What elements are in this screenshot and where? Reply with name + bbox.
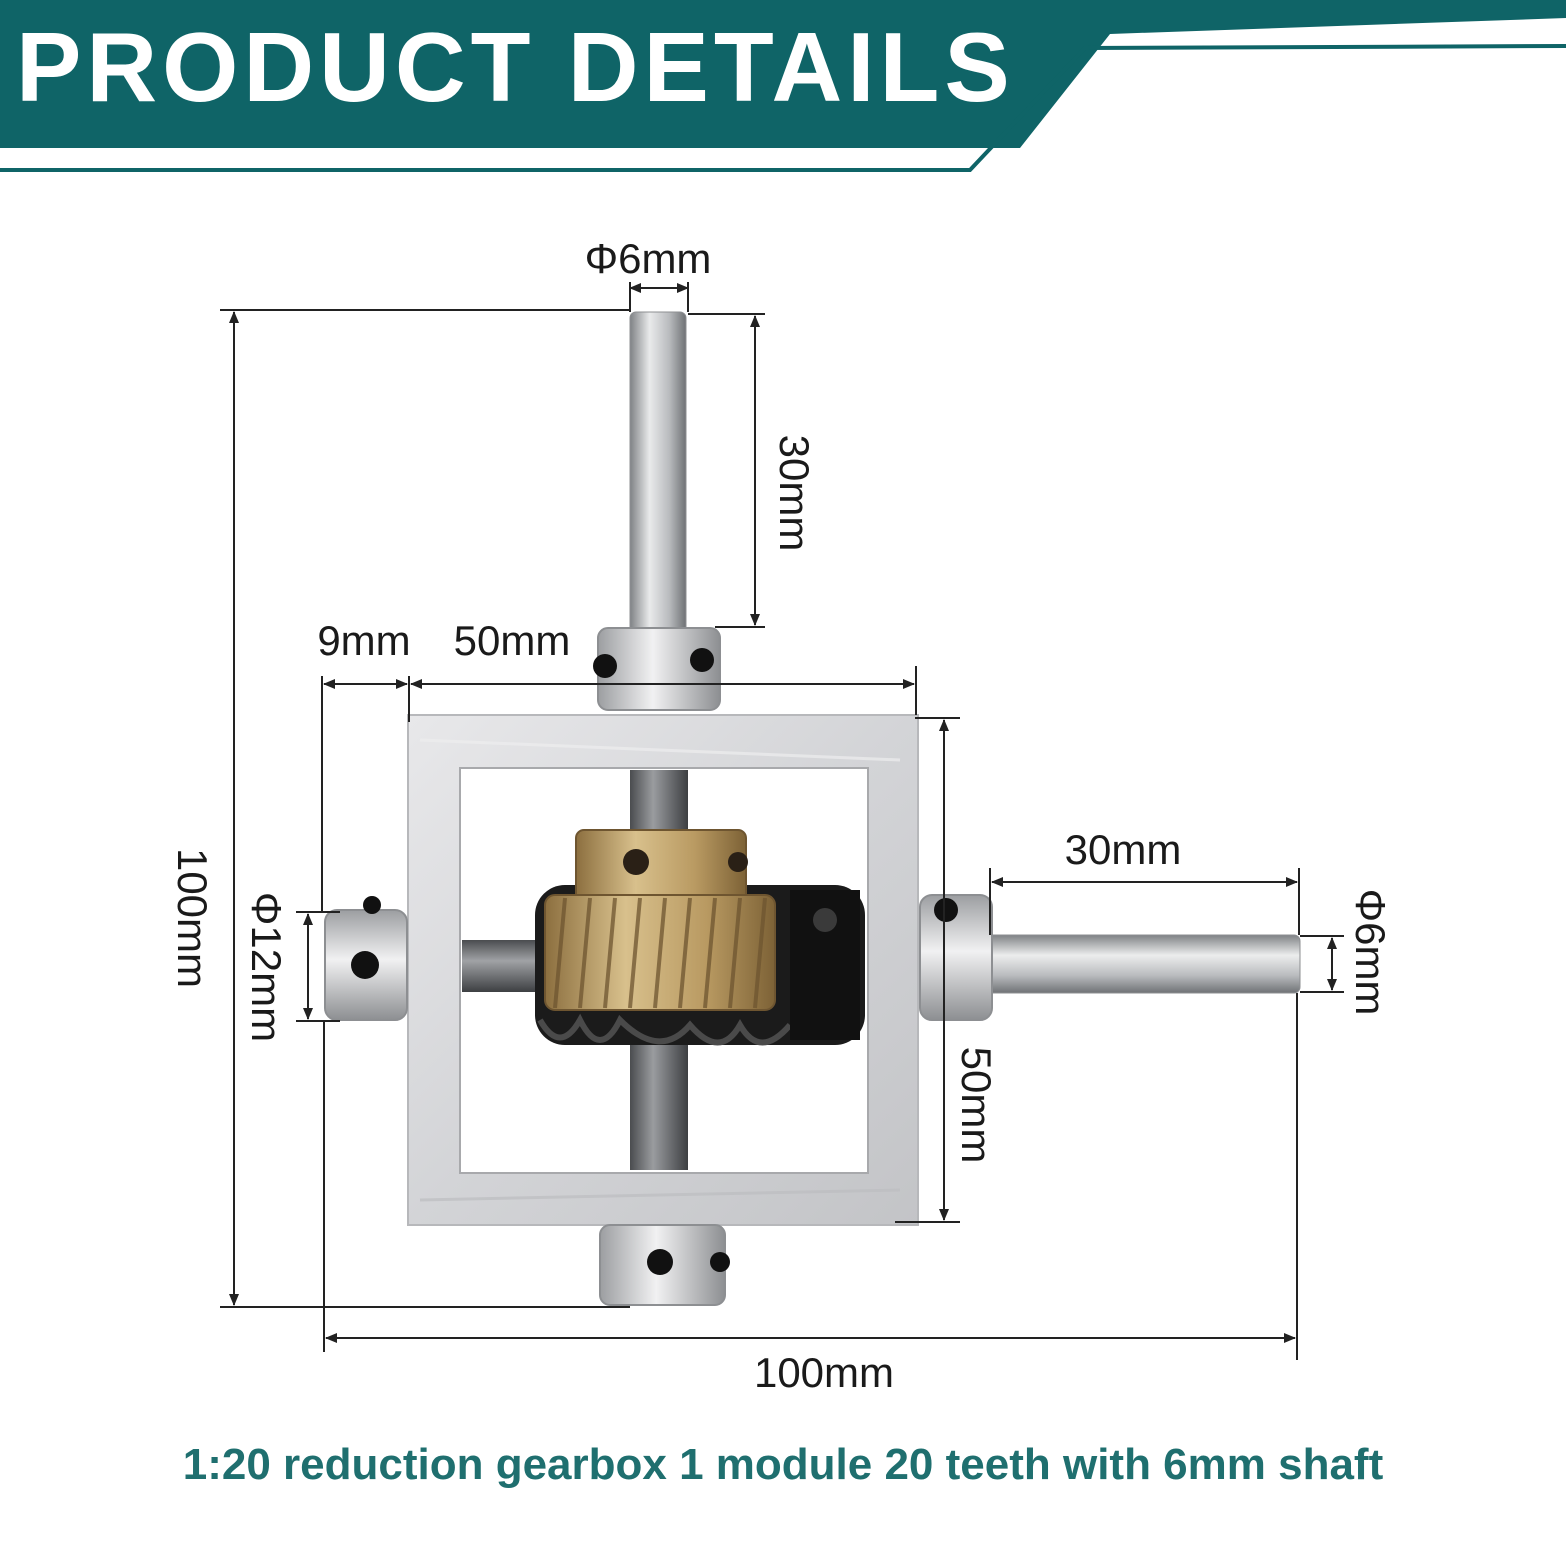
dim-label-overall-height: 100mm	[169, 848, 216, 988]
dim-overall-width	[323, 993, 1298, 1360]
dim-collar-diameter	[296, 911, 340, 1022]
dim-label-collar-width: 9mm	[317, 617, 410, 664]
top-collar	[593, 627, 721, 711]
dim-label-collar-diameter: Φ12mm	[243, 892, 290, 1042]
dim-right-shaft-diameter	[1300, 935, 1344, 993]
dim-collar-width	[321, 676, 410, 912]
dim-label-overall-width: 100mm	[754, 1349, 894, 1396]
banner-shape	[0, 0, 1566, 172]
brass-gear	[544, 829, 776, 1011]
dim-label-top-shaft-diameter: Φ6mm	[585, 235, 712, 282]
dim-label-frame-width: 50mm	[454, 617, 571, 664]
dim-label-frame-height: 50mm	[953, 1047, 1000, 1164]
bottom-collar	[599, 1224, 730, 1306]
inner-horizontal-shaft	[462, 940, 542, 992]
header-banner: PRODUCT DETAILS	[0, 0, 1566, 180]
left-collar	[324, 896, 408, 1021]
right-collar	[919, 894, 993, 1021]
dim-overall-height	[220, 309, 630, 1308]
dim-label-top-shaft-length: 30mm	[771, 435, 818, 552]
dim-frame-width	[410, 666, 917, 715]
dim-top-shaft-length	[688, 313, 765, 628]
right-output-shaft	[984, 934, 1301, 994]
product-caption: 1:20 reduction gearbox 1 module 20 teeth…	[182, 1440, 1384, 1489]
dim-label-right-shaft-diameter: Φ6mm	[1347, 889, 1394, 1016]
dim-top-shaft-diameter	[629, 282, 689, 312]
dim-frame-height	[895, 717, 960, 1223]
page-title: PRODUCT DETAILS	[16, 12, 1015, 122]
dim-right-shaft-length	[989, 868, 1300, 935]
dim-label-right-shaft-length: 30mm	[1065, 826, 1182, 873]
top-output-shaft	[629, 311, 687, 638]
